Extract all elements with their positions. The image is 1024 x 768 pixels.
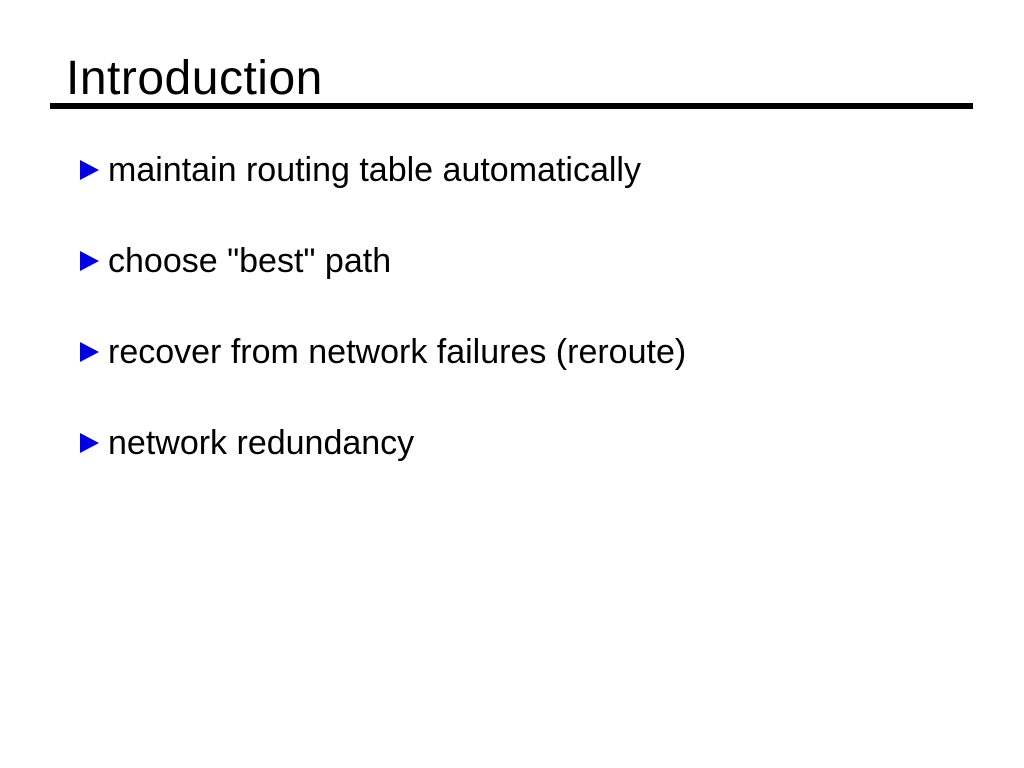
title-underline (50, 103, 973, 109)
slide-title: Introduction (66, 52, 323, 105)
bullet-text: maintain routing table automatically (108, 151, 641, 189)
bullet-item: choose "best" path (80, 241, 686, 281)
bullet-triangle-icon (80, 342, 99, 362)
bullet-list: maintain routing table automatically cho… (80, 150, 686, 514)
bullet-item: maintain routing table automatically (80, 150, 686, 190)
bullet-text: choose "best" path (108, 242, 392, 280)
bullet-triangle-icon (80, 251, 99, 271)
bullet-triangle-icon (80, 433, 99, 453)
bullet-triangle-icon (80, 160, 99, 180)
bullet-item: recover from network failures (reroute) (80, 332, 686, 372)
bullet-text: network redundancy (108, 424, 415, 462)
bullet-text: recover from network failures (reroute) (108, 333, 687, 371)
bullet-item: network redundancy (80, 423, 686, 463)
